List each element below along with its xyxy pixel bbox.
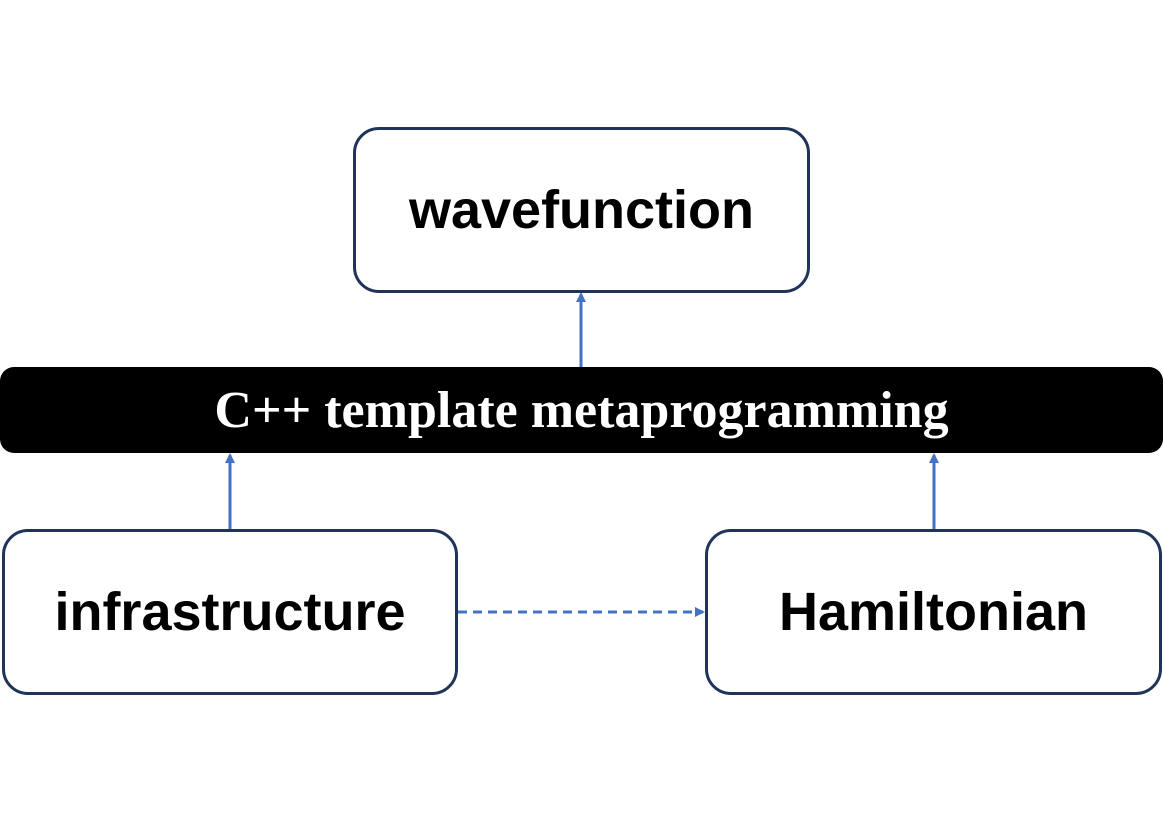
node-infrastructure: infrastructure (2, 529, 458, 695)
banner-cpp-template-metaprogramming: C++ template metaprogramming (0, 367, 1163, 453)
node-hamiltonian-label: Hamiltonian (778, 582, 1089, 642)
node-wavefunction: wavefunction (353, 127, 810, 293)
banner-label: C++ template metaprogramming (214, 381, 949, 439)
node-wavefunction-label: wavefunction (408, 180, 755, 240)
node-hamiltonian: Hamiltonian (705, 529, 1162, 695)
node-infrastructure-label: infrastructure (54, 582, 406, 642)
